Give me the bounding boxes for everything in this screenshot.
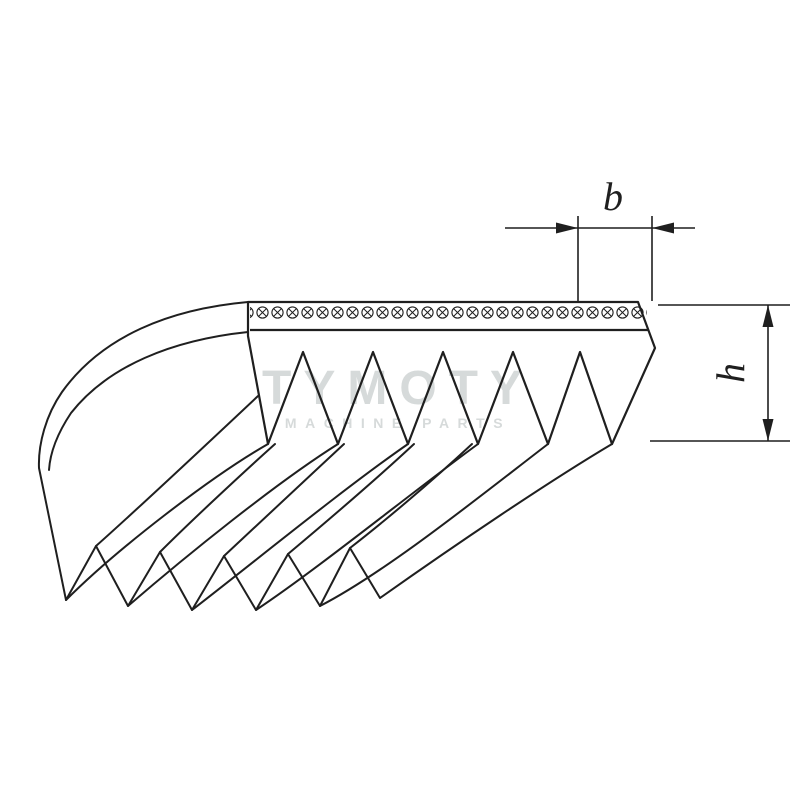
belt-cross-section-outline — [246, 300, 657, 446]
hatch-band — [250, 304, 647, 329]
b-arrowhead-right — [652, 222, 674, 234]
groove-curve-1 — [95, 395, 259, 547]
watermark-subtitle: MACHINE PARTS — [285, 415, 511, 431]
dimension-h: h — [650, 304, 790, 442]
dimension-label-b: b — [603, 174, 623, 219]
belt-length-curves — [37, 301, 613, 611]
groove-curve-3 — [223, 443, 345, 557]
h-arrowhead-bottom — [762, 419, 774, 441]
dimension-b: b — [505, 174, 695, 301]
rib-curve-3 — [191, 443, 409, 611]
belt-cross-section — [246, 300, 657, 446]
rib-curve-2 — [127, 443, 339, 607]
dimension-label-h: h — [708, 363, 753, 383]
watermark-title: TYMOTY — [262, 362, 534, 415]
h-arrowhead-top — [762, 305, 774, 327]
belt-band-edge-curve — [48, 331, 249, 471]
groove-curve-4 — [287, 443, 415, 555]
groove-curve-5 — [349, 443, 473, 549]
groove-curve-2 — [159, 443, 276, 553]
b-arrowhead-left — [556, 222, 578, 234]
belt-outer-outline — [37, 301, 613, 611]
rib-curve-1 — [65, 443, 269, 601]
watermark: TYMOTY MACHINE PARTS — [262, 362, 534, 431]
rib-curve-5 — [319, 443, 549, 607]
